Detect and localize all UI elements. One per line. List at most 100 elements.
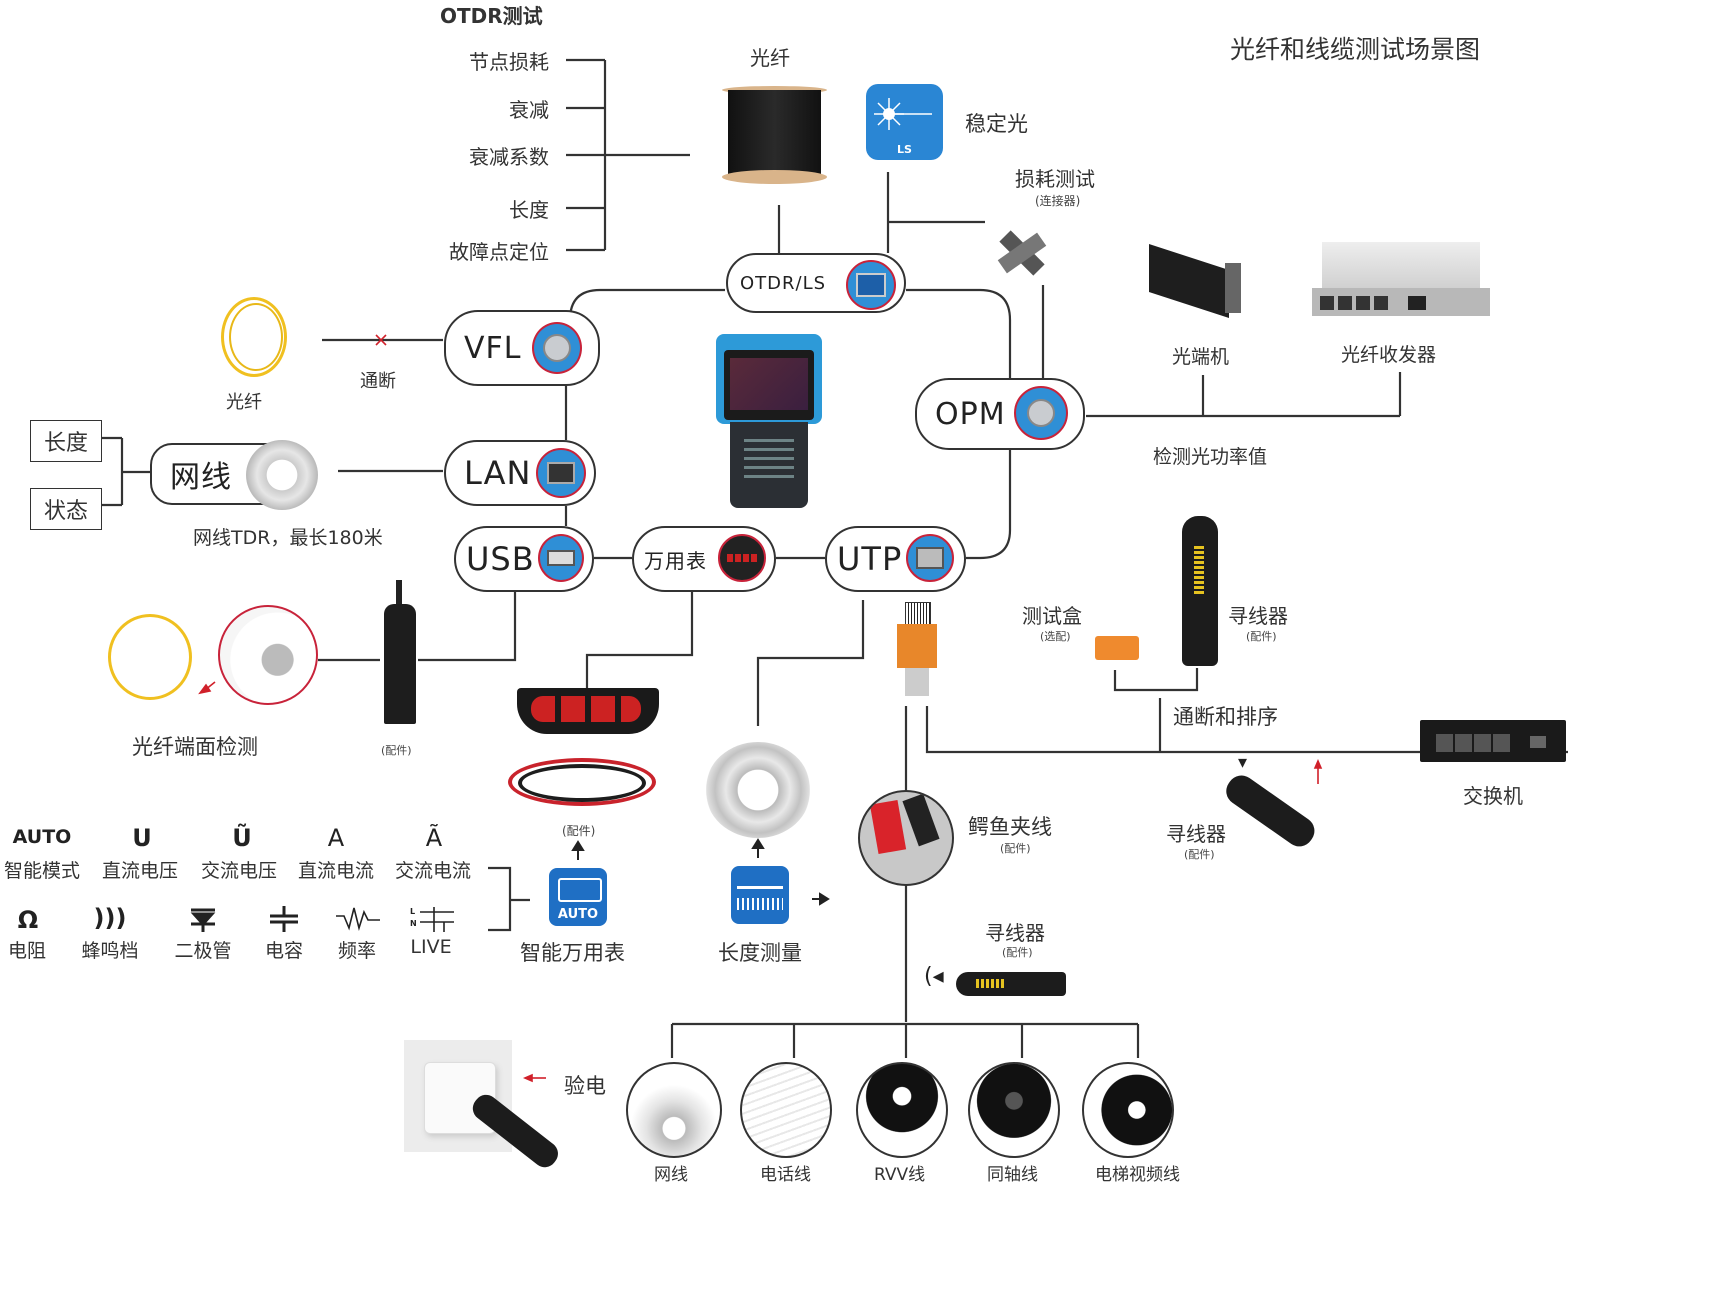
otdr-item: 故障点定位 xyxy=(449,240,549,264)
mode-symbol-auto: AUTO xyxy=(12,826,72,848)
otdr-item: 衰减 xyxy=(509,98,549,122)
otdr-item: 衰减系数 xyxy=(469,145,549,169)
test-box-label: 测试盒 xyxy=(1022,604,1082,628)
laser-source-icon: LS xyxy=(866,84,943,160)
rj45-bnc-adapter-image xyxy=(897,602,939,698)
alligator-clip-image xyxy=(858,790,954,886)
mode-label: 电容 xyxy=(264,940,303,962)
fiber-reel-image xyxy=(722,86,827,186)
usb-port-icon xyxy=(538,534,584,582)
frequency-icon xyxy=(336,907,380,931)
patch-fiber-image xyxy=(213,293,293,378)
network-switch-image xyxy=(1420,720,1566,762)
usb-caption: 光纤端面检测 xyxy=(132,735,258,759)
mode-label: 交流电压 xyxy=(200,860,277,882)
multimeter-label: 万用表 xyxy=(644,548,707,573)
smart-meter-caption: 智能万用表 xyxy=(520,941,625,965)
continuity-label: 通断和排序 xyxy=(1173,705,1278,729)
svg-text:N: N xyxy=(410,919,417,928)
cable-tracer-image xyxy=(1182,516,1218,666)
cable-image-phone xyxy=(740,1062,832,1158)
optical-transceiver-terminal-image xyxy=(1145,244,1245,318)
usb-label: USB xyxy=(466,540,535,578)
leads-accessory-note: (配件) xyxy=(562,824,596,838)
otdr-heading: OTDR测试 xyxy=(440,4,543,28)
fiber-connector-image xyxy=(990,225,1050,280)
test-box-image xyxy=(1095,636,1139,660)
loss-test-sub: (连接器) xyxy=(1035,194,1081,208)
length-measure-icon xyxy=(731,866,789,924)
wall-socket-image xyxy=(404,1040,512,1152)
opm-label: OPM xyxy=(935,396,1006,432)
mode-label: 直流电压 xyxy=(101,860,178,882)
tracer-tilted-image xyxy=(1220,770,1320,852)
opm-port-icon xyxy=(1014,386,1068,440)
utp-port-icon xyxy=(906,534,954,582)
connector-zoom-image xyxy=(218,605,318,705)
test-box-sub: (选配) xyxy=(1040,630,1071,643)
mode-symbol-ac-current: Ã xyxy=(425,824,443,852)
cable-label: 网线 xyxy=(654,1165,688,1185)
live-check-label: 验电 xyxy=(564,1074,606,1098)
multimeter-port-icon xyxy=(718,534,766,582)
diode-icon xyxy=(190,908,216,932)
mode-label: 智能模式 xyxy=(3,860,80,882)
vfl-port-icon xyxy=(532,322,582,374)
lan-label: LAN xyxy=(464,454,532,492)
lan-port-icon xyxy=(536,448,586,498)
cable-image-elevator xyxy=(1082,1062,1174,1158)
length-cable-image xyxy=(705,742,811,838)
mode-label: 电阻 xyxy=(7,940,46,962)
meter-jack-panel-image xyxy=(517,688,659,734)
light-source-label: 稳定光 xyxy=(965,112,1028,136)
opm-device-label: 光纤收发器 xyxy=(1341,344,1437,366)
capacitor-icon xyxy=(270,906,298,932)
buzzer-icon: ))) xyxy=(93,904,127,932)
tester-device-image xyxy=(716,334,822,510)
loss-test-label: 损耗测试 xyxy=(1015,167,1095,191)
mode-label: 频率 xyxy=(337,940,376,962)
mode-symbol-dc-voltage: U xyxy=(132,824,152,852)
lan-attr-length: 长度 xyxy=(30,420,102,462)
fiber-reel-label: 光纤 xyxy=(750,46,790,70)
opm-device-label: 光端机 xyxy=(1172,346,1230,368)
cable-image-rvv xyxy=(856,1062,948,1158)
smart-meter-icon-text: AUTO xyxy=(557,907,599,922)
cable-label: 电梯视频线 xyxy=(1095,1165,1180,1185)
cable-image-coax xyxy=(968,1062,1060,1158)
opm-caption: 检测光功率值 xyxy=(1153,446,1268,468)
probe-accessory-note: (配件) xyxy=(381,744,412,757)
otdr-ls-label: OTDR/LS xyxy=(740,272,827,294)
otdr-item: 节点损耗 xyxy=(469,50,549,74)
clip-label: 鳄鱼夹线 xyxy=(968,815,1052,839)
wireless-icon: (◂ xyxy=(924,964,944,989)
cable-image-network xyxy=(626,1062,722,1158)
smart-meter-icon: AUTO xyxy=(549,868,607,926)
vfl-label: VFL xyxy=(464,330,522,366)
tracer-horizontal-image xyxy=(956,972,1066,996)
tracer-sub: (配件) xyxy=(1002,946,1033,959)
media-converter-image xyxy=(1312,242,1490,318)
cable-label: RVV线 xyxy=(874,1165,926,1185)
network-cable-image xyxy=(246,440,318,510)
test-leads-image xyxy=(508,748,658,808)
clip-sub: (配件) xyxy=(1000,842,1031,855)
mode-label: 交流电流 xyxy=(394,860,471,882)
laser-source-icon-text: LS xyxy=(897,143,912,156)
vfl-link-label: 通断 xyxy=(360,371,396,392)
lan-caption: 网线TDR，最长180米 xyxy=(193,527,383,549)
resistance-icon: Ω xyxy=(17,906,39,934)
mode-label: 直流电流 xyxy=(297,860,374,882)
vfl-fiber-label: 光纤 xyxy=(226,392,262,413)
length-caption: 长度测量 xyxy=(718,941,802,965)
tracer-sub: (配件) xyxy=(1246,630,1277,643)
inspection-probe-image xyxy=(380,580,418,728)
svg-text:L: L xyxy=(410,907,415,916)
switch-label: 交换机 xyxy=(1463,784,1523,808)
otdr-port-icon xyxy=(846,260,896,310)
cable-label: 同轴线 xyxy=(987,1165,1038,1185)
lan-attr-status: 状态 xyxy=(30,488,102,530)
otdr-item: 长度 xyxy=(509,198,549,222)
live-icon: LN xyxy=(410,907,454,932)
fiber-endface-image xyxy=(104,608,194,700)
